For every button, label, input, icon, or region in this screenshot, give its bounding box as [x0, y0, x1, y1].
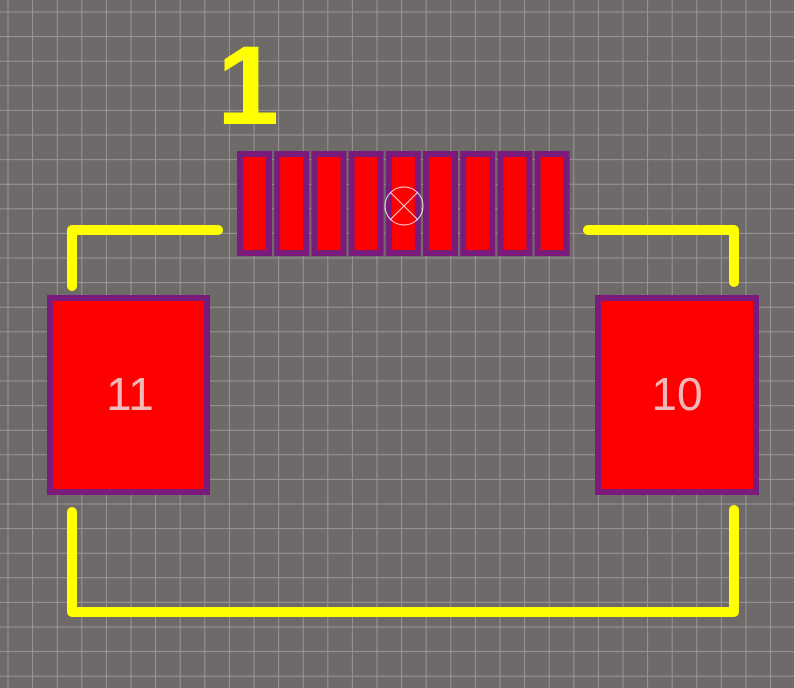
- small-pad[interactable]: [385, 151, 421, 256]
- silkscreen-bottom: [67, 505, 739, 617]
- pad-11[interactable]: 11: [47, 295, 210, 495]
- small-pad[interactable]: [274, 151, 310, 256]
- small-pad[interactable]: [237, 151, 272, 256]
- origin-crosshair-icon: [384, 186, 424, 226]
- small-pad[interactable]: [423, 151, 458, 256]
- small-pad[interactable]: [534, 151, 570, 256]
- pin1-marker: 1: [217, 23, 279, 148]
- pad-11-label: 11: [106, 368, 154, 420]
- small-pad[interactable]: [311, 151, 347, 256]
- pad-10[interactable]: 10: [595, 295, 759, 495]
- small-pad[interactable]: [460, 151, 496, 256]
- pad-10-label: 10: [651, 368, 702, 420]
- small-pad[interactable]: [497, 151, 533, 256]
- silkscreen-top-right: [583, 225, 739, 287]
- small-pad[interactable]: [348, 151, 384, 256]
- silkscreen-top-left: [67, 225, 223, 291]
- silkscreen-outline: [67, 225, 739, 617]
- small-pad-row: [237, 151, 570, 256]
